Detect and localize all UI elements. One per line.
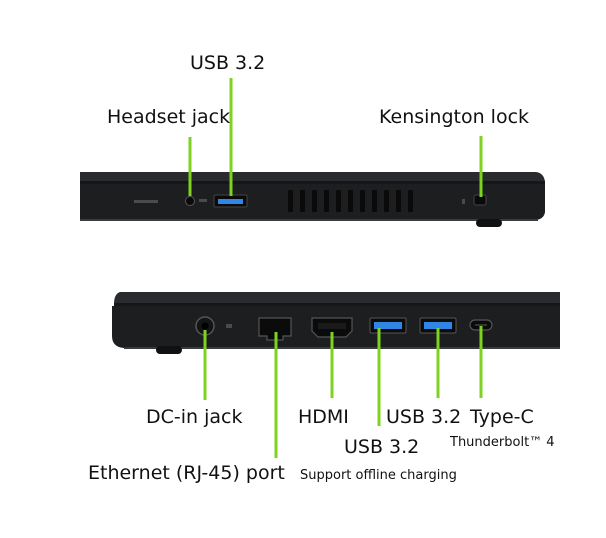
label-type-c: Type-C bbox=[470, 406, 534, 428]
ethernet-port bbox=[258, 317, 292, 341]
label-dc-in-jack: DC-in jack bbox=[146, 406, 243, 428]
headset-jack-port bbox=[185, 196, 195, 206]
label-hdmi: HDMI bbox=[298, 406, 349, 428]
label-offline-charging: Support offline charging bbox=[300, 468, 457, 483]
label-usb-a: USB 3.2 bbox=[386, 406, 462, 428]
label-headset-jack: Headset jack bbox=[107, 106, 231, 128]
laptop-left-side-view bbox=[80, 172, 545, 227]
bottom-leader-lines bbox=[203, 326, 483, 458]
label-usb-b: USB 3.2 bbox=[344, 436, 420, 458]
label-kensington-lock: Kensington lock bbox=[379, 106, 530, 128]
laptop-right-side-view bbox=[112, 292, 560, 354]
vent-grille bbox=[288, 190, 413, 212]
label-usb-top: USB 3.2 bbox=[190, 52, 266, 74]
label-thunderbolt: Thunderbolt™ 4 bbox=[450, 435, 555, 450]
printed-icons bbox=[134, 200, 158, 203]
top-leader-lines bbox=[188, 78, 483, 197]
label-ethernet: Ethernet (RJ-45) port bbox=[88, 462, 285, 484]
